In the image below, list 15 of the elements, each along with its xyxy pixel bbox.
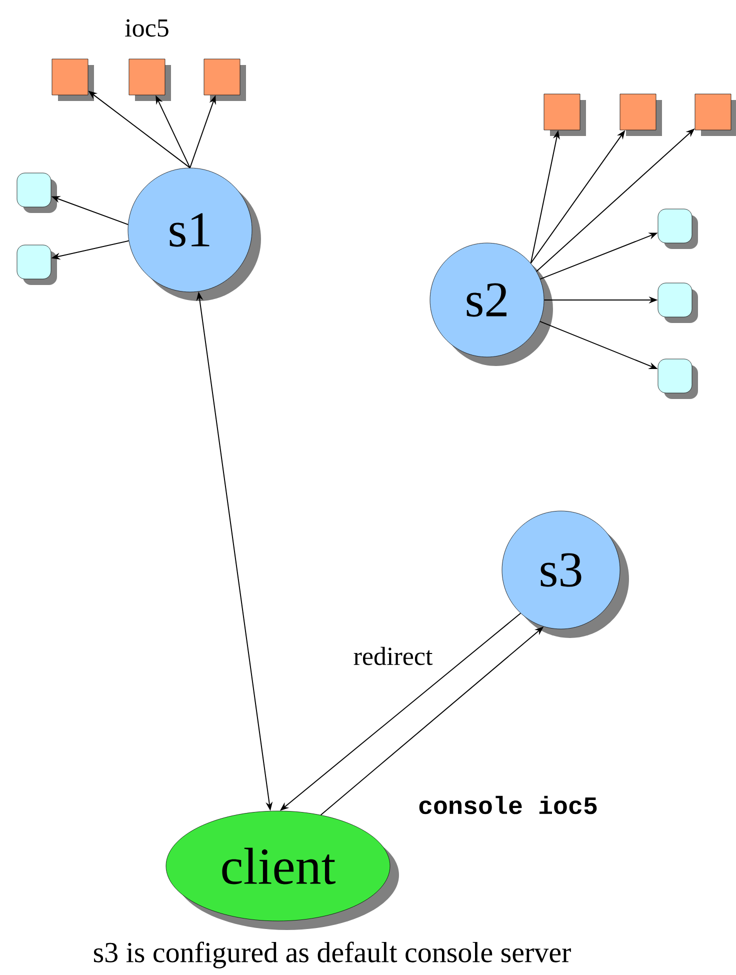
square-box — [128, 58, 171, 101]
rounded-box — [16, 244, 57, 285]
square-box — [204, 58, 246, 101]
edge-label: redirect — [352, 646, 434, 666]
rounded-box — [658, 282, 698, 323]
caption: s3 is configured as default console server — [94, 942, 571, 968]
rounded-box — [16, 172, 57, 213]
square-box — [544, 94, 586, 136]
rounded-box — [658, 358, 698, 399]
square-box — [620, 94, 662, 136]
port-label: ioc5 — [125, 19, 168, 37]
rounded-box — [658, 208, 698, 249]
command-text: console ioc5 — [419, 796, 597, 814]
square-box — [52, 58, 94, 101]
square-box — [694, 94, 736, 136]
